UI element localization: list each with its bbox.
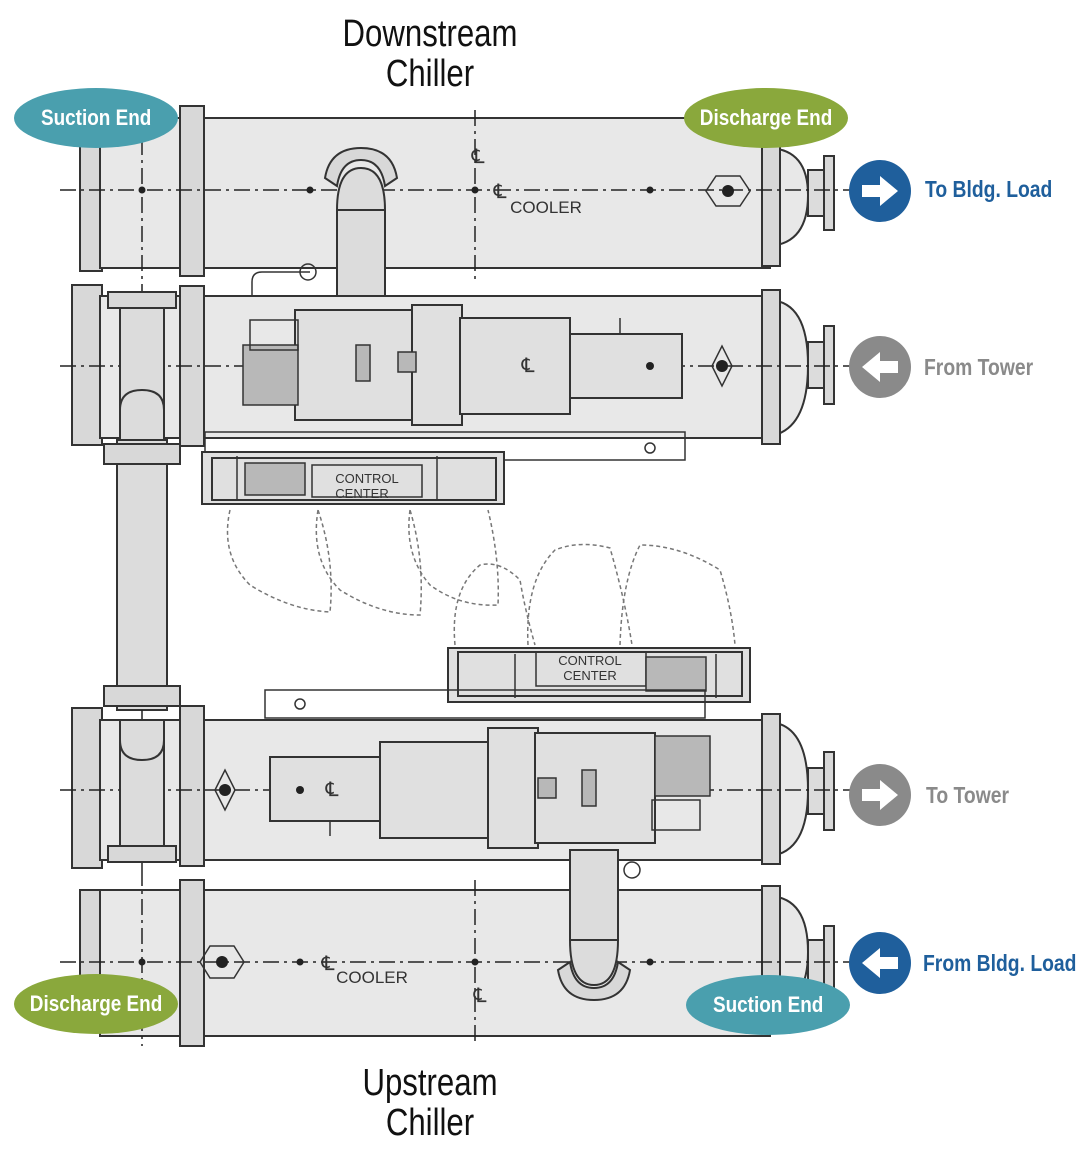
from-tower-label: From Tower bbox=[924, 354, 1034, 380]
discharge-end-badge: Discharge End bbox=[684, 88, 848, 148]
downstream-control-center: CONTROL CENTER bbox=[201, 451, 505, 616]
downstream-condenser-shell bbox=[60, 263, 850, 461]
pipe-flange bbox=[103, 685, 181, 707]
control-center-label: CONTROL bbox=[558, 653, 622, 668]
suction-end-badge: Suction End bbox=[686, 975, 850, 1035]
arrow-left-icon bbox=[849, 336, 911, 398]
upstream-title-line2: Chiller bbox=[385, 1102, 475, 1144]
downstream-title-line2: Chiller bbox=[385, 53, 475, 95]
centerline-symbol: ℄ bbox=[325, 779, 339, 801]
arrow-right-icon bbox=[849, 160, 911, 222]
cooler-label: COOLER bbox=[336, 968, 408, 987]
from-bldg-load-label: From Bldg. Load bbox=[923, 950, 1077, 976]
pipe-flange bbox=[103, 443, 181, 465]
control-center-label: CONTROL bbox=[335, 471, 399, 486]
to-tower-label: To Tower bbox=[926, 782, 1010, 808]
discharge-end-label: Discharge End bbox=[29, 991, 163, 1016]
upstream-title-line1: Upstream bbox=[362, 1062, 498, 1104]
to-bldg-load-label: To Bldg. Load bbox=[925, 176, 1053, 202]
suction-end-label: Suction End bbox=[40, 105, 152, 130]
control-center-label: CENTER bbox=[335, 486, 388, 501]
downstream-cooler-shell bbox=[60, 105, 850, 301]
cooler-label: COOLER bbox=[510, 198, 582, 217]
discharge-end-label: Discharge End bbox=[699, 105, 833, 130]
arrow-right-icon bbox=[849, 764, 911, 826]
upstream-condenser-shell bbox=[60, 705, 850, 870]
centerline-symbol: ℄ bbox=[473, 985, 487, 1007]
centerline-symbol: ℄ bbox=[521, 355, 535, 377]
downstream-title-line1: Downstream bbox=[342, 13, 518, 55]
centerline-symbol: ℄ bbox=[471, 146, 485, 168]
downstream-chiller-title: Downstream Chiller bbox=[323, 14, 536, 94]
upstream-chiller-title: Upstream Chiller bbox=[323, 1063, 536, 1143]
centerline-symbol: ℄ bbox=[321, 953, 335, 975]
suction-end-badge: Suction End bbox=[14, 88, 178, 148]
centerline-symbol: ℄ bbox=[493, 181, 507, 203]
arrow-left-icon bbox=[849, 932, 911, 994]
suction-end-label: Suction End bbox=[712, 992, 824, 1017]
upstream-control-center: CONTROL CENTER bbox=[264, 543, 751, 719]
discharge-end-badge: Discharge End bbox=[14, 974, 178, 1034]
control-center-label: CENTER bbox=[563, 668, 616, 683]
upstream-cooler-shell bbox=[60, 849, 850, 1047]
interconnect-pipe bbox=[116, 439, 168, 711]
